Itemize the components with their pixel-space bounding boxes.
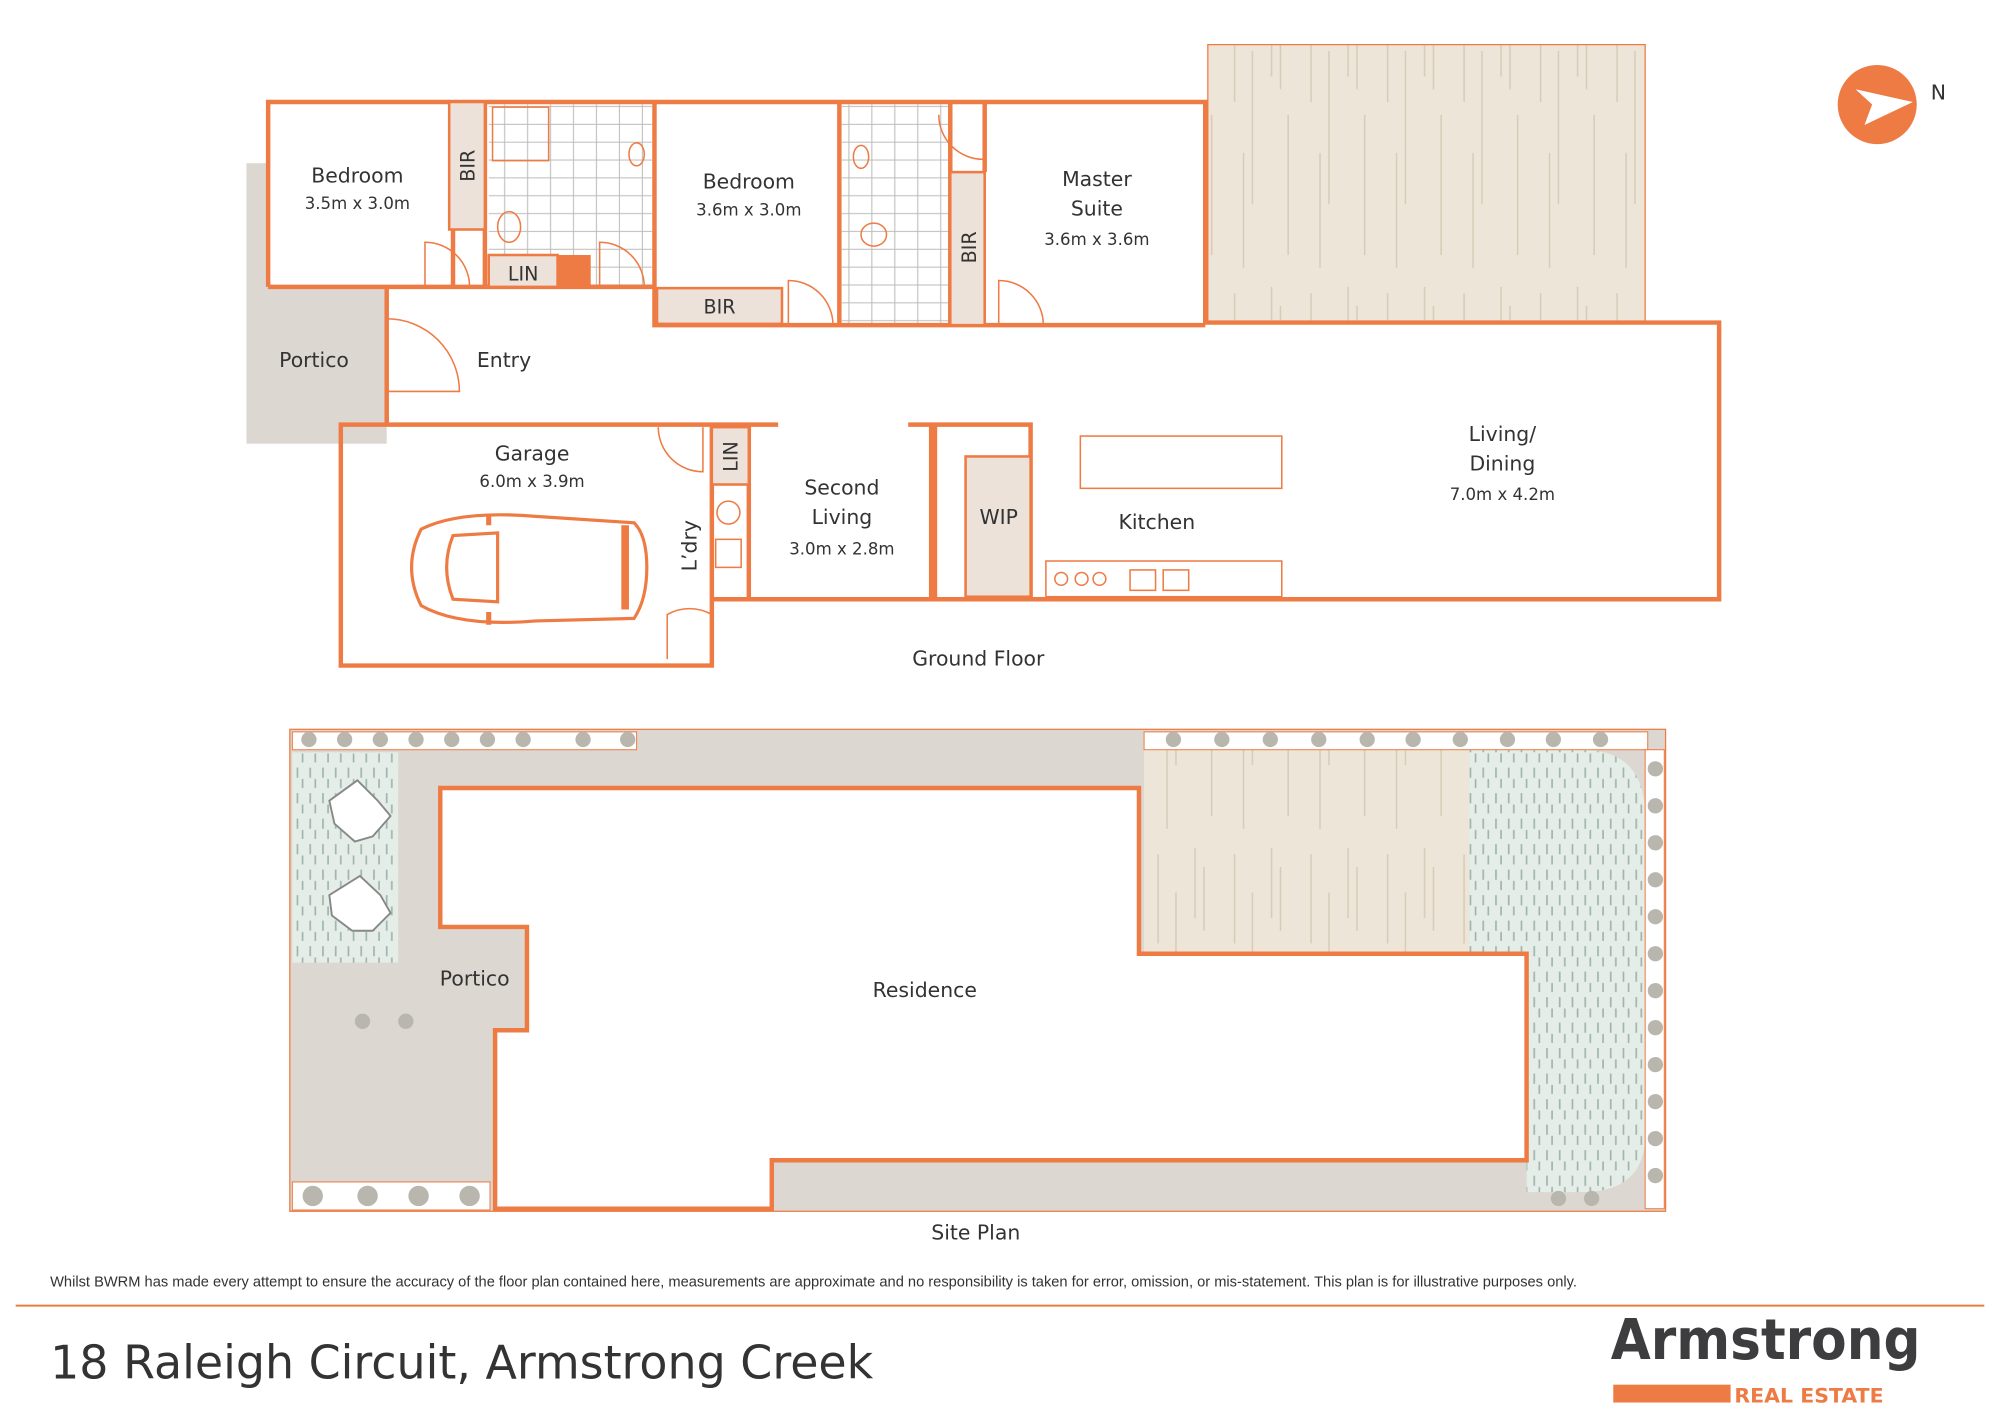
shrub-icons [301,731,1664,1207]
bedroom-label: Bedroom [703,170,795,194]
bedroom-label: Bedroom [311,163,403,187]
lin-label: LIN [719,441,742,472]
plant-icon [328,779,392,932]
master-suite-size: 3.6m x 3.6m [1044,230,1149,249]
master-suite-label: Master [1062,167,1132,191]
logo-wordmark: Armstrong [1611,1308,1921,1373]
rear-lawn [1469,749,1646,1193]
rear-deck [1207,43,1646,324]
laundry-fixtures [714,500,742,569]
garage-label: Garage [495,441,570,465]
wall [268,102,1208,425]
north-label: N [1931,80,1946,104]
bedroom-size: 3.5m x 3.0m [305,194,410,213]
bir-cupboard [948,170,986,327]
bir-label: BIR [457,150,480,182]
bath-fixtures [491,106,888,247]
second-living-label: Second [804,476,879,500]
bedroom-size: 3.6m x 3.0m [696,200,801,219]
residence-outline [438,785,1529,1211]
ground-floor-plan: Bedroom 3.5m x 3.0m BIR LIN Bedroom 3.6m… [246,43,1722,671]
kitchen-label: Kitchen [1119,510,1196,534]
fence-strip [1644,749,1665,1210]
kitchen-island [1079,435,1283,490]
portico-label: Portico [440,967,510,991]
portico-label: Portico [279,348,349,372]
site-plan-caption: Site Plan [931,1220,1020,1244]
fence-strip [291,1181,491,1211]
pantry-shelf [964,455,1032,598]
site-plan: Residence Portico Site Plan [289,728,1667,1244]
sink-icon [1129,569,1190,592]
residence-label: Residence [873,978,977,1002]
bir-label: BIR [703,296,735,319]
living-dining-size: 7.0m x 4.2m [1450,485,1555,504]
laundry-label: L’dry [678,520,702,571]
bir-label: BIR [958,231,981,263]
living-dining-label: Living/ [1469,422,1537,446]
property-address: 18 Raleigh Circuit, Armstrong Creek [50,1335,874,1389]
armstrong-logo: Armstrong REAL ESTATE [1611,1308,1921,1407]
garage-size: 6.0m x 3.9m [479,472,584,491]
car-icon [409,513,649,625]
door-swings [386,114,1045,660]
north-arrow-icon [1837,65,1917,145]
second-living-label: Living [812,505,873,529]
garage-wall [338,422,1033,668]
logo-tagline: REAL ESTATE [1734,1385,1883,1408]
entry-label: Entry [477,348,531,372]
bir-cupboard [655,286,784,326]
front-garden [292,752,399,963]
disclaimer: Whilst BWRM has made every attempt to en… [50,1274,1577,1290]
living-dining-label: Dining [1469,451,1535,475]
bir-cupboard [447,100,487,231]
master-suite-label: Suite [1071,196,1123,220]
wip-label: WIP [979,505,1017,529]
linen-cupboard [710,425,751,486]
portico-paving [246,163,269,291]
portico-paving [246,286,387,444]
lin-label: LIN [508,263,539,286]
cooktop-icon [1054,571,1107,587]
rear-deck [1144,749,1470,954]
linen-block [557,255,591,287]
kitchen-bench [1045,560,1283,598]
second-living-size: 3.0m x 2.8m [789,540,894,559]
ensuite-tiles [841,104,949,324]
logo-bar [1613,1384,1731,1403]
ground-floor-caption: Ground Floor [912,647,1045,671]
